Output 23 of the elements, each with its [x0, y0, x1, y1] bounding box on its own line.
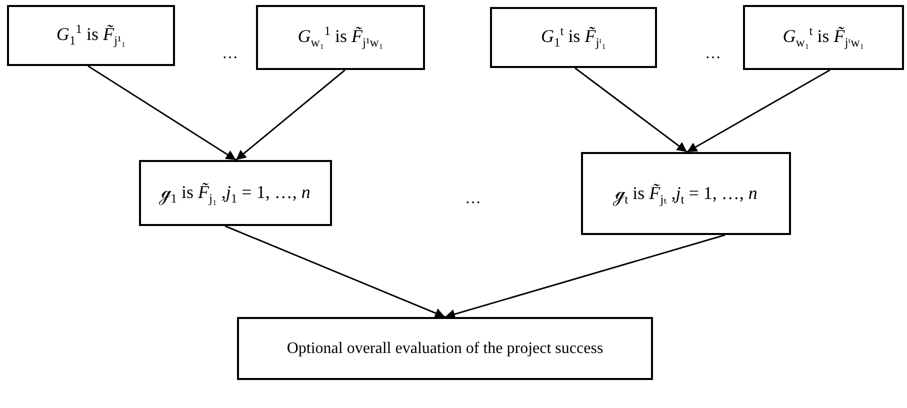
arrow	[574, 67, 688, 153]
ellipsis-label: …	[222, 45, 238, 63]
arrow	[88, 65, 236, 161]
arrow	[224, 225, 446, 318]
text-box	[256, 5, 425, 70]
box-label: G$_{w₁}$$^{1}$ is F̃$_{j¹w₁}$	[298, 24, 384, 51]
ellipsis-label: …	[705, 45, 721, 63]
arrow	[444, 234, 726, 319]
box-label: ℊ$_{1}$ is F̃$_{j₁}$ ,j$_{1}$ = 1, …, n	[160, 181, 310, 207]
text-box	[139, 160, 332, 226]
text-box	[490, 7, 657, 68]
text-box	[581, 152, 791, 235]
arrow	[236, 69, 346, 161]
box-label: G$_{1}$$^{t}$ is F̃$_{jᵗ₁}$	[540, 24, 606, 51]
text-box	[7, 5, 175, 66]
arrow	[686, 69, 830, 153]
box-label: G$_{1}$$^{1}$ is F̃$_{j¹₁}$	[56, 22, 126, 49]
box-label: G$_{w₁}$$^{t}$ is F̃$_{jᵗw₁}$	[782, 24, 864, 51]
text-box	[743, 5, 904, 70]
ellipsis-label: …	[465, 190, 481, 208]
text-box	[237, 317, 653, 380]
box-label: ℊ$_{t}$ is F̃$_{jₜ}$ ,j$_{t}$ = 1, …, n	[614, 182, 758, 208]
box-label: Optional overall evaluation of the project success	[286, 340, 604, 358]
